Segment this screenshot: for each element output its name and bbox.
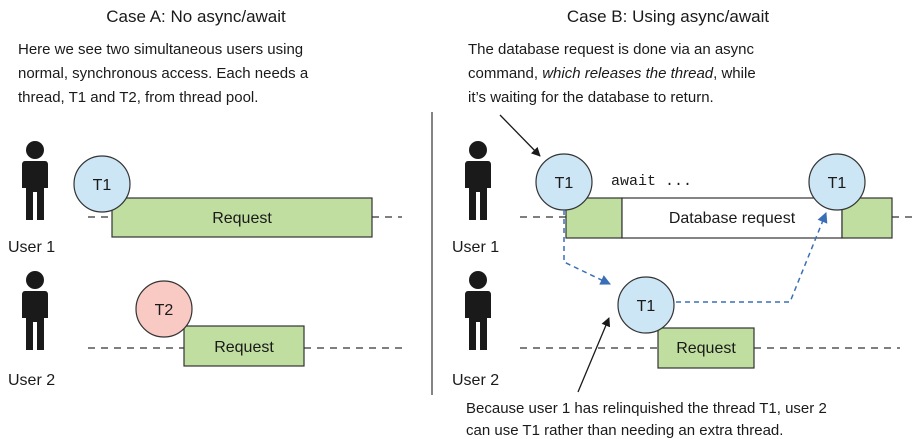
user-2-person-icon — [22, 271, 48, 350]
case-b-user-1-label: User 1 — [452, 239, 499, 256]
request-box-user-1 — [111, 197, 373, 238]
case-a-title: Case A: No async/await — [106, 7, 286, 26]
case-b-thread-t1-reused-circle — [617, 276, 675, 334]
case-b-request-label-user-2: Request — [676, 340, 736, 357]
request-box-user-2 — [183, 325, 305, 367]
case-b-thread-t1-end-label: T1 — [828, 175, 847, 192]
case-b-description-emphasis: which releases the thread — [542, 65, 714, 82]
case-b-description-line-3: it’s waiting for the database to return. — [468, 89, 714, 106]
case-b-request-box-user-2 — [657, 327, 755, 369]
case-b-thread-t1-end-circle — [808, 153, 866, 211]
user-1-label: User 1 — [8, 239, 55, 256]
case-b-description-line-1: The database request is done via an asyn… — [468, 41, 755, 58]
case-b-request-start-box — [565, 197, 623, 239]
description-pointer-arrow — [499, 114, 541, 157]
case-b-user-1-person-icon — [465, 141, 491, 220]
case-a: Case A: No async/await Here we see two s… — [8, 7, 402, 389]
case-b-user-2-label: User 2 — [452, 372, 499, 389]
case-b-bottom-note-line-2: can use T1 rather than needing an extra … — [466, 422, 783, 439]
thread-t1-circle — [73, 155, 131, 213]
case-b: Case B: Using async/await The database r… — [452, 7, 916, 439]
request-label-user-1: Request — [212, 210, 272, 227]
case-a-description-line-1: Here we see two simultaneous users using — [18, 41, 303, 58]
thread-t1-label: T1 — [93, 177, 112, 194]
case-a-description-line-2: normal, synchronous access. Each needs a — [18, 65, 309, 82]
case-a-description-line-3: thread, T1 and T2, from thread pool. — [18, 89, 258, 106]
user-2-label: User 2 — [8, 372, 55, 389]
await-code-label: await ... — [611, 173, 692, 190]
thread-return-arrow-to-user-1 — [676, 212, 828, 303]
bottom-note-pointer-arrow — [577, 317, 611, 393]
database-request-label: Database request — [669, 210, 796, 227]
case-b-title: Case B: Using async/await — [567, 7, 769, 26]
case-b-description-line-2: command, which releases the thread, whil… — [468, 65, 756, 82]
user-1-person-icon — [22, 141, 48, 220]
case-b-bottom-note-line-1: Because user 1 has relinquished the thre… — [466, 400, 827, 417]
case-b-user-2-person-icon — [465, 271, 491, 350]
database-request-box — [621, 197, 843, 239]
case-b-thread-t1-start-label: T1 — [555, 175, 574, 192]
thread-handoff-arrow-to-user-2 — [563, 210, 611, 285]
thread-t2-circle — [135, 280, 193, 338]
request-label-user-2: Request — [214, 339, 274, 356]
case-b-thread-t1-reused-label: T1 — [637, 298, 656, 315]
thread-t2-label: T2 — [155, 302, 174, 319]
